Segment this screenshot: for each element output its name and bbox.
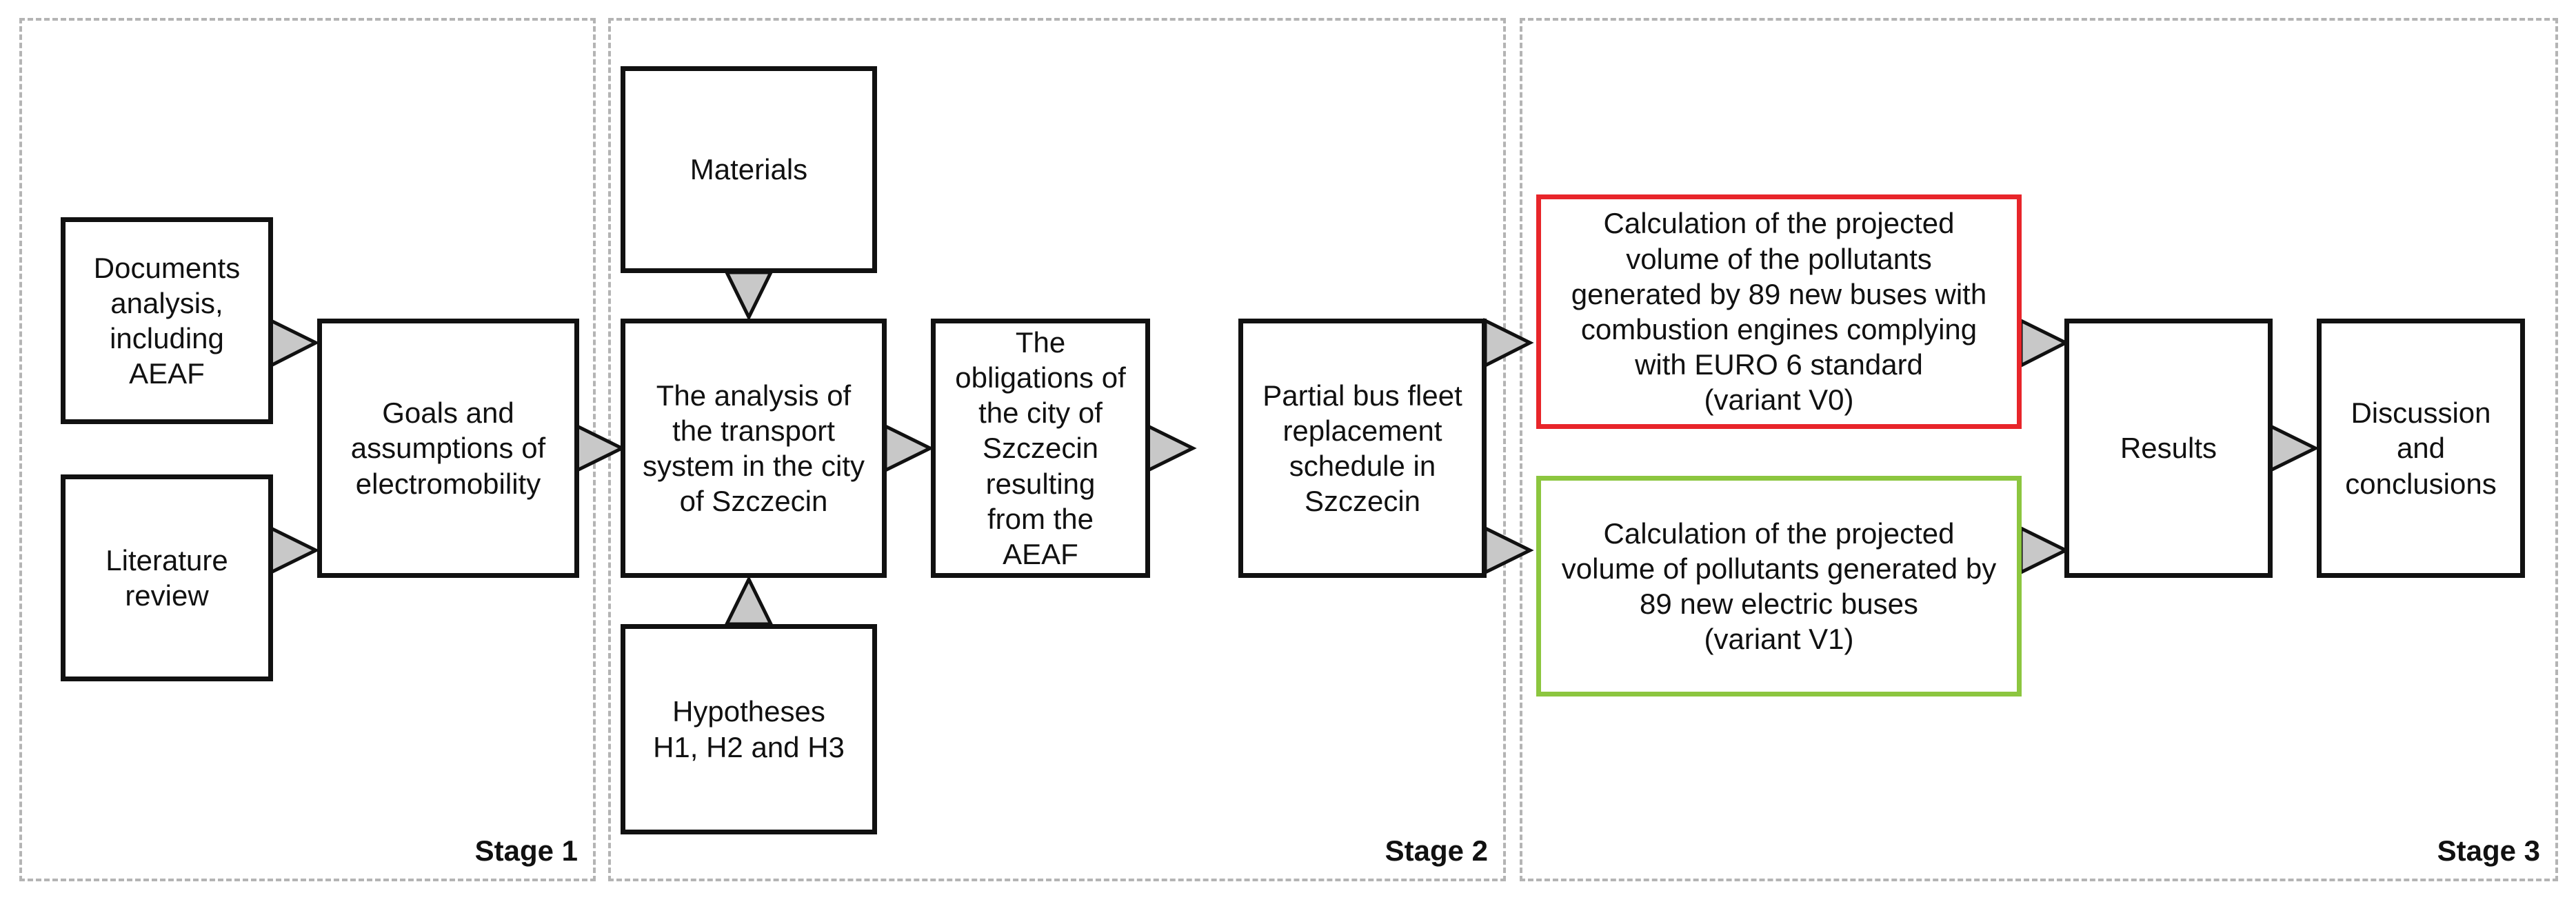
arrow-goals-to-analysis bbox=[575, 423, 626, 474]
discussion-conclusions-box: Discussion and conclusions bbox=[2317, 319, 2525, 578]
results-box: Results bbox=[2064, 319, 2273, 578]
arrow-documents-to-goals bbox=[269, 317, 320, 369]
literature-review-box: Literature review bbox=[61, 474, 273, 681]
transport-analysis-box: The analysis of the transport system in … bbox=[621, 319, 887, 578]
materials-box: Materials bbox=[621, 66, 877, 273]
stage-1-label: Stage 1 bbox=[474, 834, 578, 867]
documents-analysis-box: Documents analysis, including AEAF bbox=[61, 217, 273, 424]
arrow-schedule-to-v1 bbox=[1483, 525, 1534, 576]
fleet-replacement-schedule-box: Partial bus fleet replacement schedule i… bbox=[1238, 319, 1487, 578]
arrow-analysis-to-obligations bbox=[883, 423, 934, 474]
stage-3-frame: Stage 3 bbox=[1520, 18, 2558, 881]
arrow-v1-to-results bbox=[2019, 525, 2070, 576]
hypotheses-box: Hypotheses H1, H2 and H3 bbox=[621, 624, 877, 834]
arrow-literature-to-goals bbox=[269, 525, 320, 576]
arrow-obligations-to-schedule bbox=[1146, 423, 1197, 474]
arrow-schedule-to-v0 bbox=[1483, 317, 1534, 369]
variant-v0-calculation-box: Calculation of the projected volume of t… bbox=[1536, 194, 2022, 429]
variant-v1-calculation-box: Calculation of the projected volume of p… bbox=[1536, 476, 2022, 696]
arrow-hypotheses-to-analysis bbox=[723, 575, 774, 626]
stage-3-label: Stage 3 bbox=[2437, 834, 2540, 867]
goals-assumptions-box: Goals and assumptions of electromobility bbox=[317, 319, 579, 578]
arrow-v0-to-results bbox=[2019, 317, 2070, 369]
arrow-results-to-discussion bbox=[2268, 423, 2320, 474]
stage-2-label: Stage 2 bbox=[1385, 834, 1488, 867]
city-obligations-box: The obligations of the city of Szczecin … bbox=[931, 319, 1150, 578]
arrow-materials-to-analysis bbox=[723, 270, 774, 321]
